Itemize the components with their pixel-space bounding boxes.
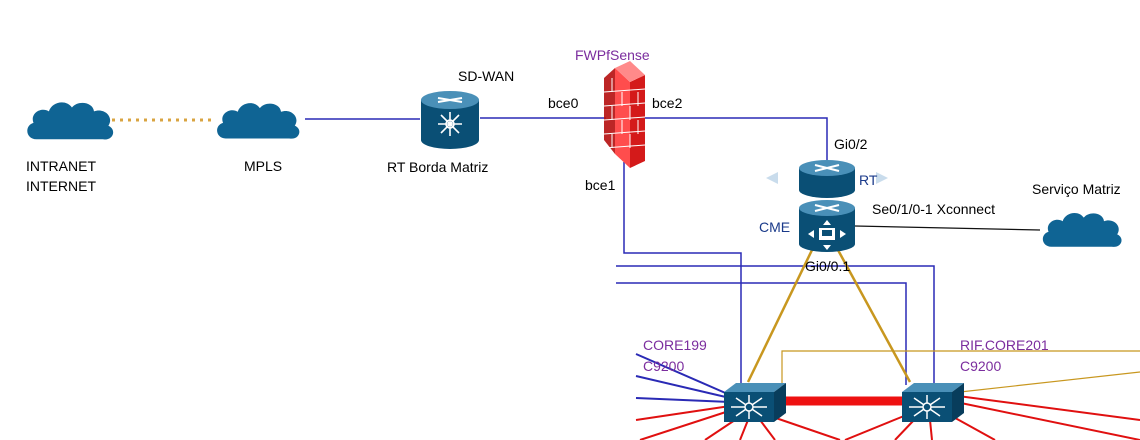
intranet-label-2: INTERNET xyxy=(26,178,96,194)
port-bce0: bce0 xyxy=(548,95,579,111)
link-core199-fan-2 xyxy=(635,375,731,399)
node-servico-matriz[interactable]: Serviço Matriz xyxy=(1032,181,1122,247)
link-core201-red-6 xyxy=(957,395,1140,421)
core199-label-1: CORE199 xyxy=(643,337,707,353)
link-core199-fan-3 xyxy=(635,397,731,403)
router-icon xyxy=(799,160,855,198)
cloud-icon xyxy=(27,102,114,140)
node-core199[interactable]: CORE199 C9200 xyxy=(643,337,786,422)
arrows-icon xyxy=(766,172,888,184)
link-cme-servico xyxy=(854,225,1041,231)
core199-label-2: C9200 xyxy=(643,358,684,374)
link-core201-right-gold xyxy=(959,371,1140,393)
link-core201-red-2 xyxy=(894,419,915,440)
node-mpls[interactable]: MPLS xyxy=(217,103,300,174)
link-core199-red-4 xyxy=(739,419,749,440)
link-core201-red-3 xyxy=(929,419,933,440)
node-intranet[interactable]: INTRANET INTERNET xyxy=(26,102,114,194)
link-cme-core201 xyxy=(836,249,912,383)
link-core199-red-5 xyxy=(759,419,776,440)
link-left-core201-a xyxy=(616,265,935,385)
port-se010: Se0/1/0-1 Xconnect xyxy=(872,201,995,217)
cme-label: CME xyxy=(759,219,790,235)
node-firewall[interactable]: FWPfSense xyxy=(575,47,650,168)
link-core199-red-6 xyxy=(769,415,841,440)
link-core201-red-1 xyxy=(844,415,905,440)
node-core201[interactable]: RIF.CORE201 C9200 xyxy=(902,337,1049,422)
cloud-icon xyxy=(217,103,300,139)
link-core199-right-gold xyxy=(781,350,1140,392)
link-fw-rt xyxy=(640,117,828,160)
servico-label: Serviço Matriz xyxy=(1032,181,1121,197)
l3-switch-icon xyxy=(724,383,786,422)
link-core201-red-5 xyxy=(955,401,1140,440)
rt-label: RT xyxy=(859,172,878,188)
mpls-label: MPLS xyxy=(244,158,282,174)
cloud-icon xyxy=(1042,212,1122,247)
node-rt-borda[interactable]: SD-WAN RT Borda Matriz xyxy=(387,68,514,175)
link-fw-core199 xyxy=(623,162,742,385)
port-bce2: bce2 xyxy=(652,95,683,111)
firewall-label: FWPfSense xyxy=(575,47,650,63)
port-bce1: bce1 xyxy=(585,177,616,193)
core201-label-1: RIF.CORE201 xyxy=(960,337,1049,353)
link-core199-fan-1 xyxy=(635,353,731,396)
firewall-icon xyxy=(603,61,646,168)
link-cme-core199 xyxy=(746,249,814,383)
router-icon xyxy=(421,91,479,149)
link-core199-red-2 xyxy=(639,409,733,440)
port-gi02: Gi0/2 xyxy=(834,136,868,152)
port-gi001: Gi0/0.1 xyxy=(805,258,850,274)
rt-borda-label: RT Borda Matriz xyxy=(387,159,488,175)
intranet-label-1: INTRANET xyxy=(26,158,96,174)
sdwan-label: SD-WAN xyxy=(458,68,514,84)
link-core199-red-1 xyxy=(635,405,731,421)
voice-router-icon xyxy=(799,200,855,252)
node-rt-cme[interactable]: RT CME xyxy=(759,160,888,252)
l3-switch-icon xyxy=(902,383,964,422)
core201-label-2: C9200 xyxy=(960,358,1001,374)
